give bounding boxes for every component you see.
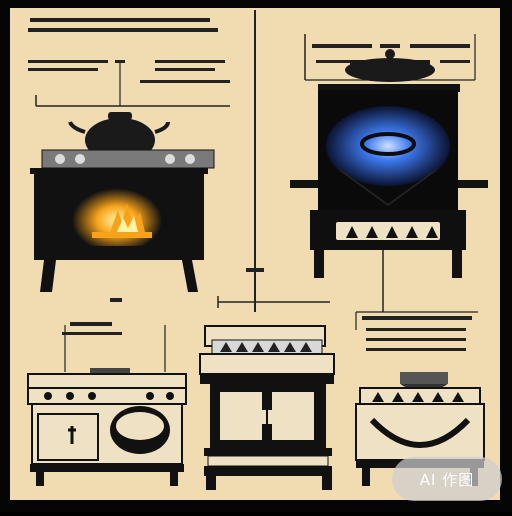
bottom-left-text-block xyxy=(62,322,122,335)
watermark-text: AI 作图 xyxy=(419,470,475,489)
stove-top-right xyxy=(290,49,488,278)
stove-bottom-left xyxy=(27,368,187,486)
watermark-badge: AI 作图 xyxy=(392,457,502,501)
middle-labels xyxy=(110,268,264,302)
stove-top-left xyxy=(30,112,215,292)
top-right-text-block xyxy=(312,44,470,63)
stove-bottom-middle xyxy=(199,325,335,490)
bottom-right-text-block xyxy=(362,316,472,351)
